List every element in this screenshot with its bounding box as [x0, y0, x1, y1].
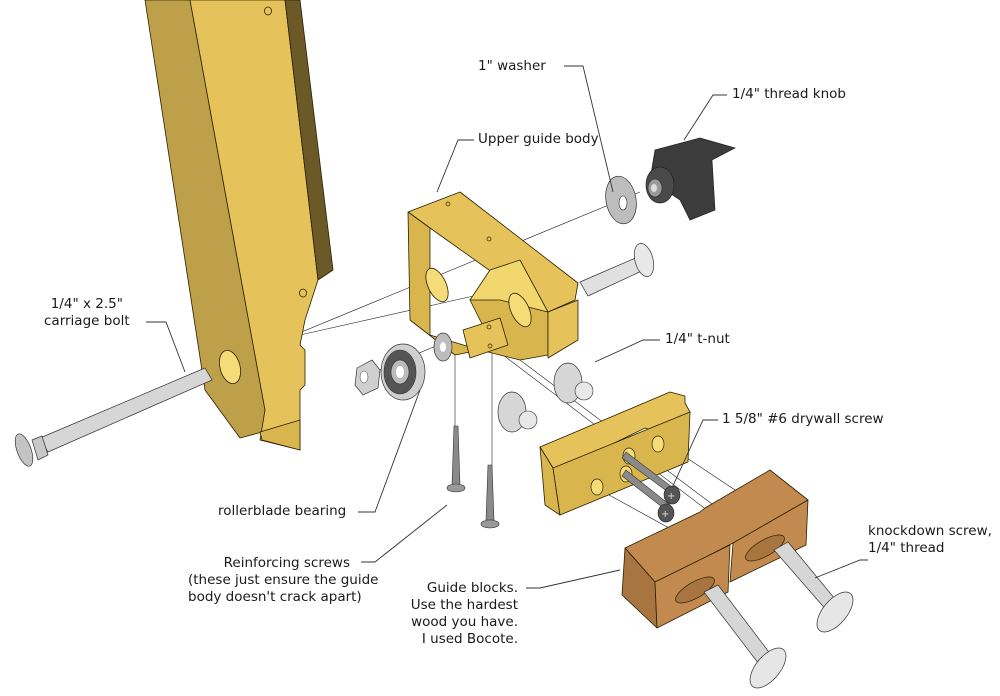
svg-text:+: + [667, 491, 675, 502]
label-drywall-screw: 1 5/8" #6 drywall screw [722, 411, 884, 427]
label-reinforcing-screws: Reinforcing screws (these just ensure th… [188, 555, 379, 605]
rollerblade-bearing [380, 343, 426, 401]
bearing-washer [433, 332, 453, 362]
label-guide-blocks: Guide blocks. Use the hardest wood you h… [410, 580, 518, 647]
thread-knob [645, 137, 736, 221]
pine-arm [144, 0, 334, 451]
label-knockdown-screw: knockdown screw, 1/4" thread [868, 523, 992, 556]
label-t-nut: 1/4" t-nut [665, 331, 730, 347]
label-carriage-bolt: 1/4" x 2.5" carriage bolt [44, 296, 130, 329]
t-nuts [497, 362, 594, 433]
label-thread-knob: 1/4" thread knob [732, 86, 846, 102]
carriage-bolt [14, 367, 213, 467]
label-upper-guide-body: Upper guide body [478, 131, 599, 147]
svg-text:+: + [661, 509, 669, 520]
washer-1in [605, 175, 637, 225]
knockdown-screws [703, 541, 854, 689]
knob-bolt [579, 243, 655, 297]
bocote-guide-blocks [621, 469, 809, 629]
drywall-screws: + + [621, 451, 681, 523]
label-rollerblade-bearing: rollerblade bearing [218, 503, 347, 519]
upper-guide-body [407, 191, 579, 361]
reinforcing-screws [446, 425, 500, 529]
leader-lines [146, 65, 868, 589]
label-washer: 1" washer [478, 58, 546, 74]
hex-nut [354, 359, 381, 396]
